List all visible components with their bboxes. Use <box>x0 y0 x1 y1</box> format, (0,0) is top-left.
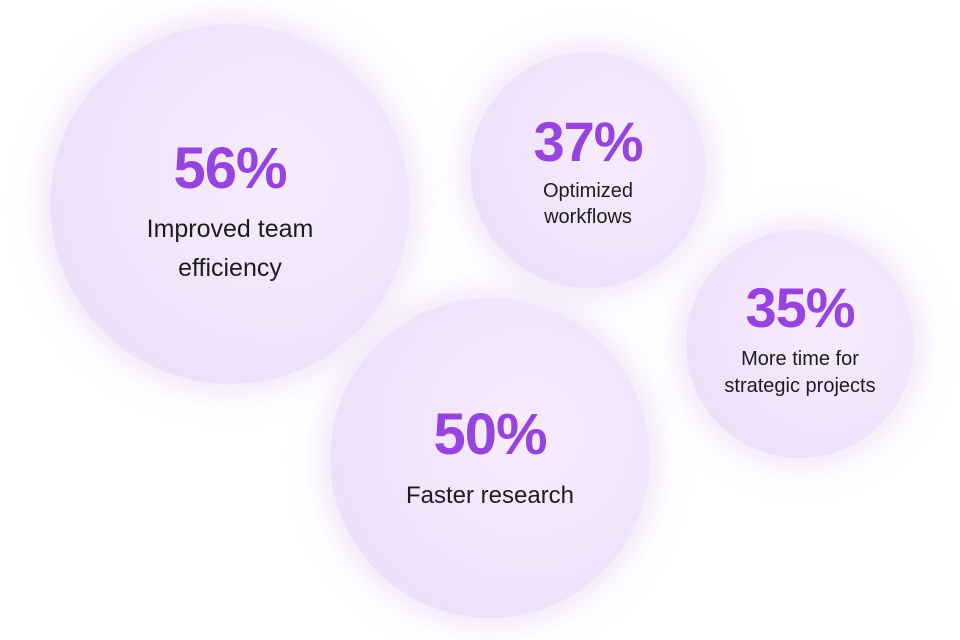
stat-label: Improved team efficiency <box>146 215 314 282</box>
stat-value: 50% <box>433 402 547 467</box>
stat-bubble-optimized-workflows: 37% Optimized workflows <box>470 52 706 288</box>
stat-bubble-faster-research: 50% Faster research <box>330 298 650 618</box>
stat-value: 37% <box>533 110 643 173</box>
stat-bubble-strategic-projects: 35% More time for strategic projects <box>686 230 914 458</box>
stat-value: 35% <box>745 276 855 339</box>
stat-label: Optimized workflows <box>542 180 634 228</box>
stat-label: More time for strategic projects <box>724 348 876 397</box>
stat-bubble-team-efficiency: 56% Improved team efficiency <box>50 24 410 384</box>
stat-value: 56% <box>173 136 287 201</box>
stat-label: Faster research <box>405 482 575 509</box>
